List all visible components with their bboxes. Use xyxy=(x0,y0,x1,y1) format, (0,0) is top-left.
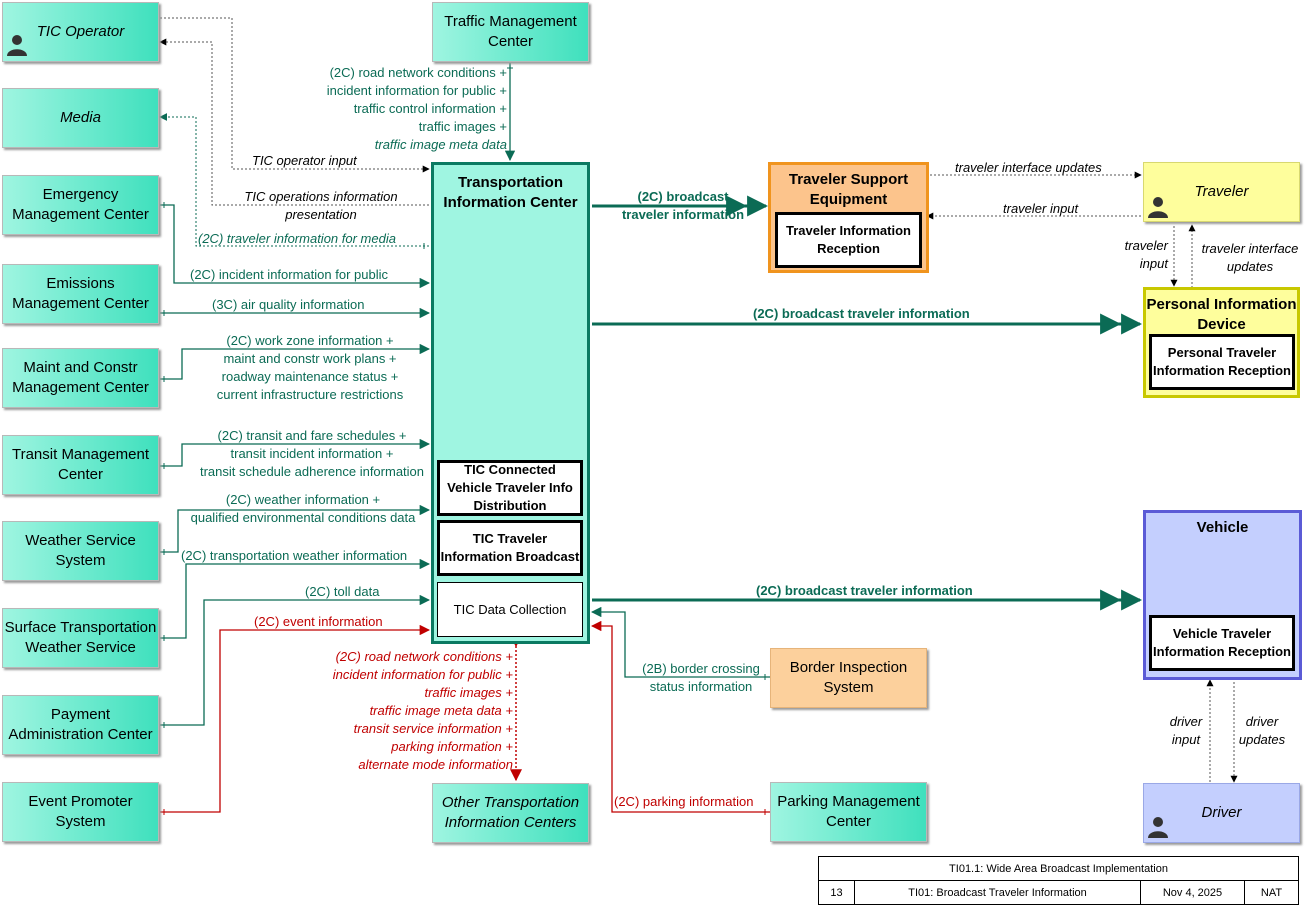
title-block-date: Nov 4, 2025 xyxy=(1141,881,1245,904)
terminator-border-inspection[interactable]: Border Inspection System xyxy=(770,648,927,708)
flow-transit xyxy=(160,438,431,467)
person-icon xyxy=(7,35,27,56)
terminator-emergency-management[interactable]: Emergency Management Center xyxy=(2,175,159,235)
flow-label: (2C) parking information xyxy=(614,794,754,809)
flow-label: (2C) road network conditions + incident … xyxy=(332,649,513,772)
title-block-title: TI01.1: Wide Area Broadcast Implementati… xyxy=(819,857,1298,881)
flow-toll xyxy=(160,594,431,726)
tic-traveler-broadcast[interactable]: TIC Traveler Information Broadcast xyxy=(437,520,583,576)
flow-label: (2C) broadcast traveler information xyxy=(753,306,970,321)
title-block: TI01.1: Wide Area Broadcast Implementati… xyxy=(818,856,1299,905)
flow-label: (2C) broadcast traveler information xyxy=(621,189,745,222)
flow-border-crossing xyxy=(590,606,770,678)
title-block-name: TI01: Broadcast Traveler Information xyxy=(855,881,1141,904)
terminator-emissions-management[interactable]: Emissions Management Center xyxy=(2,264,159,324)
flow-label: traveler interface updates xyxy=(955,160,1102,175)
terminator-traffic-management[interactable]: Traffic Management Center xyxy=(432,2,589,62)
terminator-other-tic[interactable]: Other Transportation Information Centers xyxy=(432,783,589,843)
flow-label: (2C) incident information for public xyxy=(190,267,388,282)
flow-weather xyxy=(160,504,431,553)
flow-label: (2C) weather information + qualified env… xyxy=(190,492,416,525)
flow-label: driver updates xyxy=(1238,714,1286,747)
title-block-page: 13 xyxy=(819,881,855,904)
vehicle-traveler-info-reception[interactable]: Vehicle Traveler Information Reception xyxy=(1149,615,1295,671)
terminator-surface-weather[interactable]: Surface Transportation Weather Service xyxy=(2,608,159,668)
tic-cv-distribution[interactable]: TIC Connected Vehicle Traveler Info Dist… xyxy=(437,460,583,516)
flow-label: traveler input xyxy=(1003,201,1079,216)
flow-parking xyxy=(590,620,770,813)
person-icon xyxy=(1148,197,1168,218)
terminator-parking-management[interactable]: Parking Management Center xyxy=(770,782,927,842)
title-block-scope: NAT xyxy=(1260,886,1283,899)
flow-label: (3C) air quality information xyxy=(212,297,365,312)
flow-emergency-incident xyxy=(160,204,431,289)
person-icon xyxy=(1148,817,1168,838)
flow-label: TIC operations information presentation xyxy=(244,189,398,222)
terminator-weather-service[interactable]: Weather Service System xyxy=(2,521,159,581)
terminator-tic-operator[interactable]: TIC Operator xyxy=(2,2,159,62)
terminator-event-promoter[interactable]: Event Promoter System xyxy=(2,782,159,842)
flow-label: (2C) toll data xyxy=(305,584,380,599)
personal-traveler-info-reception[interactable]: Personal Traveler Information Reception xyxy=(1149,334,1295,390)
flow-surface-weather xyxy=(160,558,431,639)
flow-label: (2B) border crossing status information xyxy=(642,661,760,694)
tic-data-collection[interactable]: TIC Data Collection xyxy=(437,582,583,637)
traveler-info-reception[interactable]: Traveler Information Reception xyxy=(775,212,922,268)
flow-label: (2C) transit and fare schedules + transi… xyxy=(199,428,425,479)
flow-label: (2C) event information xyxy=(254,614,383,629)
terminator-maint-constr-management[interactable]: Maint and Constr Management Center xyxy=(2,348,159,408)
flow-label: traveler interface updates xyxy=(1201,241,1299,274)
flow-label: (2C) transportation weather information xyxy=(181,548,408,563)
flow-label: (2C) traveler information for media xyxy=(198,231,396,246)
terminator-payment-admin[interactable]: Payment Administration Center xyxy=(2,695,159,755)
flow-tic-ops-presentation xyxy=(159,38,429,206)
terminator-media[interactable]: Media xyxy=(2,88,159,148)
flow-maint xyxy=(160,343,431,380)
flow-label: (2C) broadcast traveler information xyxy=(756,583,973,598)
flow-label: TIC operator input xyxy=(252,153,357,168)
terminator-transit-management[interactable]: Transit Management Center xyxy=(2,435,159,495)
terminator-traveler[interactable]: Traveler xyxy=(1143,162,1300,222)
flow-tic-operator-input xyxy=(160,17,430,173)
flow-traveler-info-media xyxy=(159,113,429,247)
flow-label: traveler input xyxy=(1124,238,1168,271)
terminator-driver[interactable]: Driver xyxy=(1143,783,1300,843)
flow-label: (2C) work zone information + maint and c… xyxy=(216,333,404,402)
flow-label: driver input xyxy=(1169,714,1203,747)
flow-label: (2C) road network conditions + incident … xyxy=(326,65,507,152)
flow-event xyxy=(160,624,431,813)
